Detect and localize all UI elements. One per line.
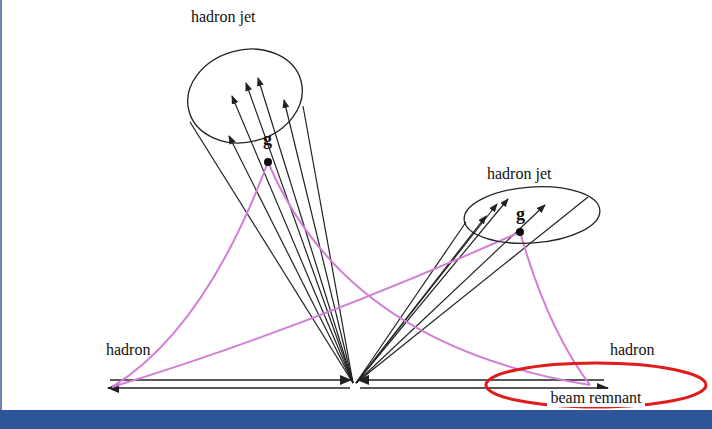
jet-cone	[190, 78, 353, 383]
jet-cone-ellipse: hadron jet g	[183, 8, 309, 156]
node-label: beam remnant	[547, 389, 644, 407]
beam-label: hadron	[106, 341, 150, 359]
outline-ellipse	[462, 182, 602, 247]
outline-ellipse	[486, 363, 706, 407]
page-edge	[0, 0, 2, 410]
node-label: hadron jet	[487, 165, 551, 183]
gluon-dot	[264, 158, 272, 166]
node-label: hadron jet	[191, 8, 255, 26]
footer-band	[0, 410, 712, 429]
highlight-ellipse: beam remnant	[484, 362, 708, 408]
beam-label: hadron	[610, 341, 654, 359]
jet-cone-ellipse: hadron jet g	[460, 165, 604, 247]
gluon-dot	[516, 228, 524, 236]
color-string	[112, 162, 590, 387]
node-outline	[183, 8, 309, 156]
gluon-label: g	[516, 205, 525, 223]
jet-cone	[356, 197, 588, 383]
gluon-label: g	[263, 130, 272, 148]
outline-ellipse	[177, 37, 313, 156]
